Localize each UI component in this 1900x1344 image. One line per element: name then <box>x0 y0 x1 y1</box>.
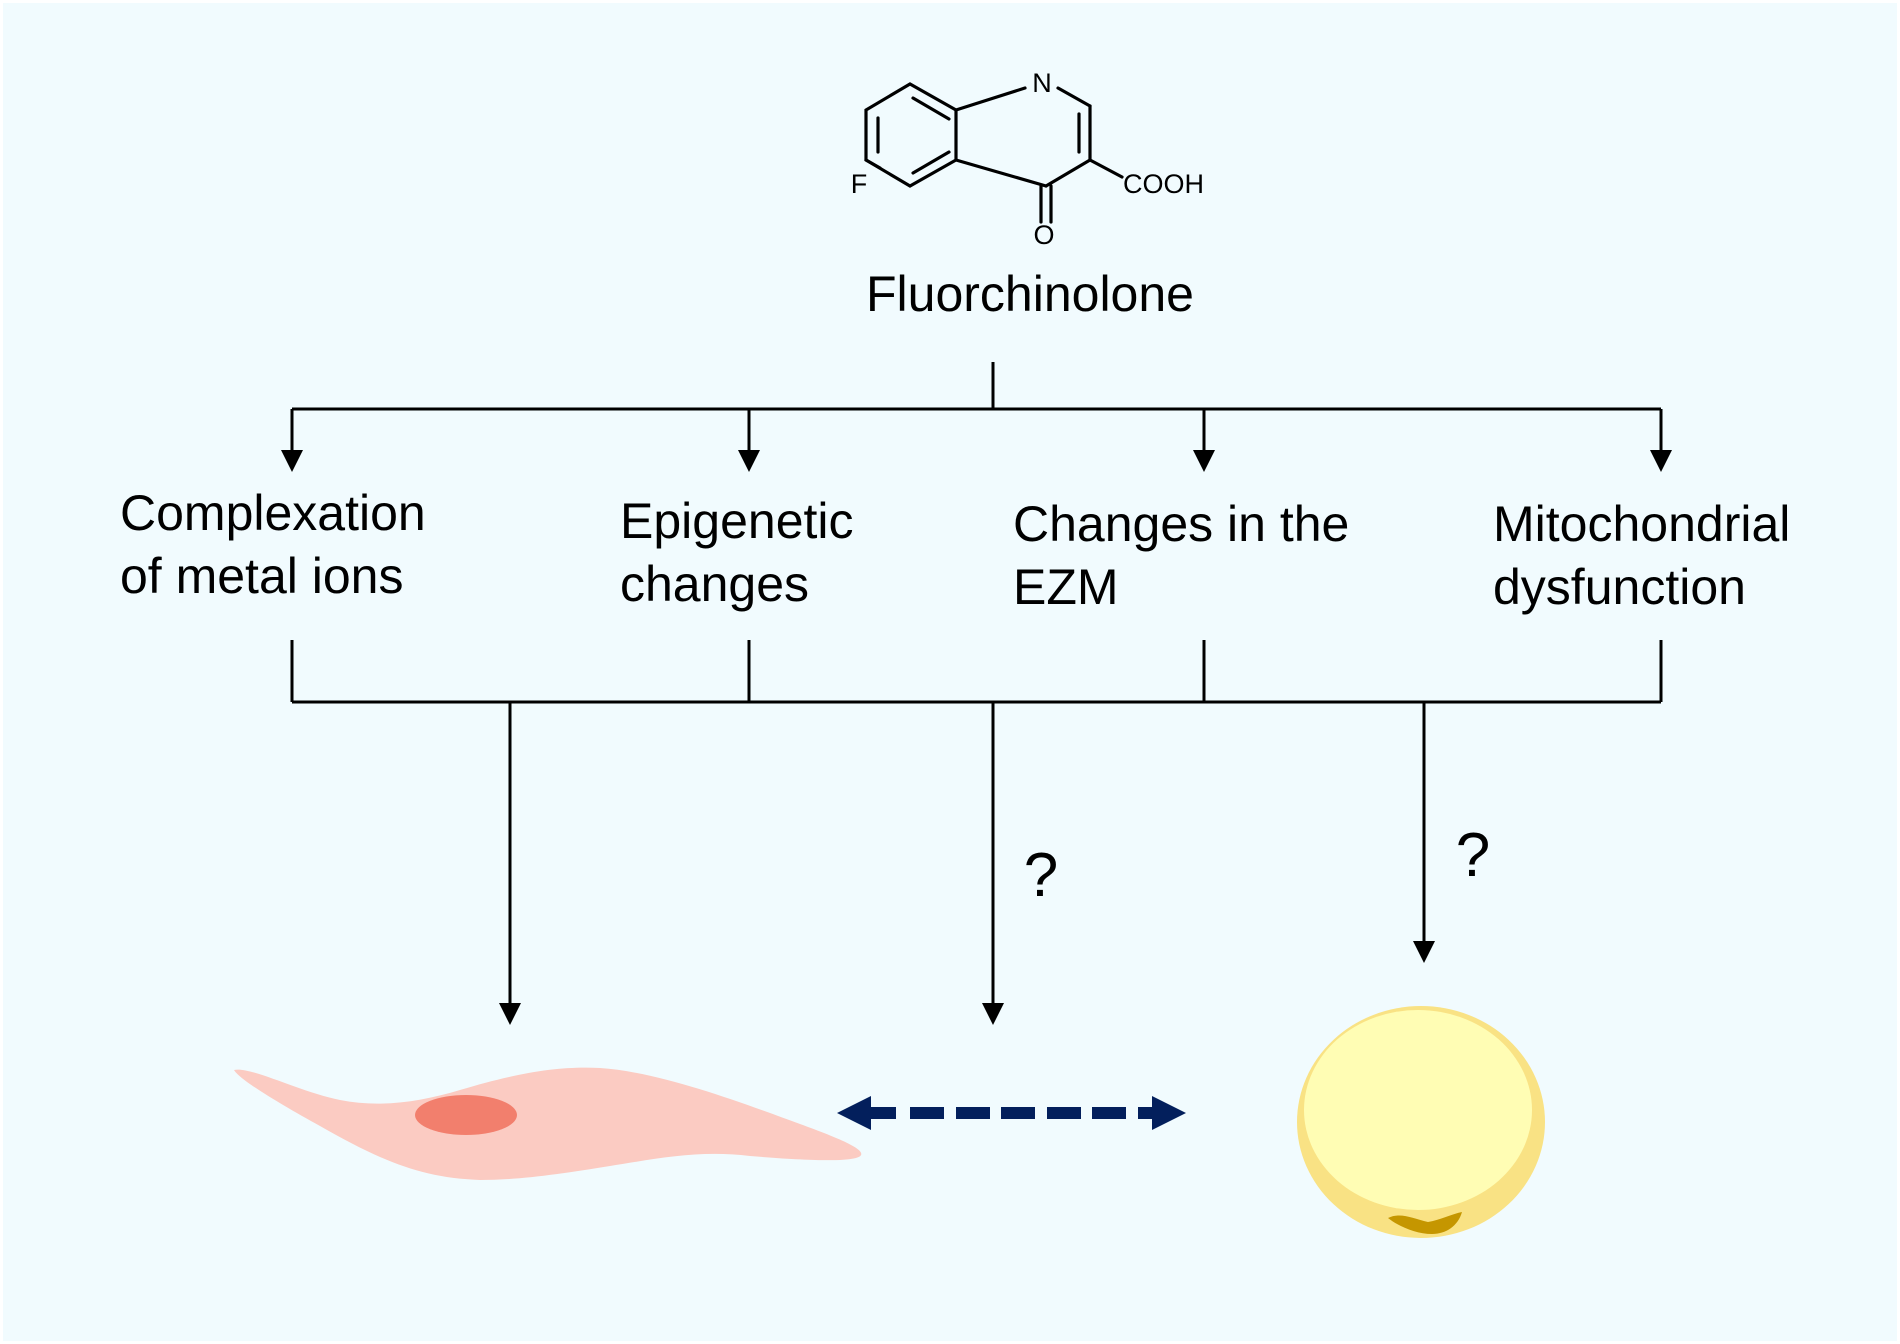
question-mark: ? <box>1456 821 1490 890</box>
arrow-down-icon <box>499 1003 521 1025</box>
mechanism-complexation: Complexation of metal ions <box>120 485 426 604</box>
fibroblast-nucleus <box>415 1095 517 1135</box>
mechanism-label-line1: Mitochondrial <box>1493 496 1790 552</box>
mechanism-label-line2: dysfunction <box>1493 559 1746 615</box>
arrow-down-icon <box>1650 450 1672 472</box>
dash <box>1047 1107 1081 1119</box>
bond <box>1056 86 1092 108</box>
diagram-svg: N F O COOH Fluorchinolone Complexation o… <box>120 68 1790 1238</box>
fluoroquinolone-structure: N F O COOH <box>851 68 1204 250</box>
adipocyte-cell <box>1297 1006 1545 1238</box>
arrow-down-icon <box>1193 450 1215 472</box>
arrow-down-icon <box>982 1003 1004 1025</box>
compound-name: Fluorchinolone <box>866 266 1194 322</box>
mechanism-label-line2: of metal ions <box>120 548 403 604</box>
arrow-down-icon <box>738 450 760 472</box>
arrow-down-icon <box>1413 941 1435 963</box>
bond <box>954 86 1027 112</box>
nitrogen-atom: N <box>1032 68 1052 98</box>
dash <box>956 1107 990 1119</box>
bond <box>1044 158 1092 188</box>
lipid-droplet <box>1304 1010 1532 1210</box>
dash <box>910 1107 944 1119</box>
arrow-down-icon <box>281 450 303 472</box>
mechanism-label-line2: changes <box>620 556 809 612</box>
arrow-right-icon <box>1152 1096 1186 1130</box>
dash <box>1092 1107 1126 1119</box>
fibroblast-cell <box>234 1067 862 1180</box>
bottom-connector <box>290 640 1663 1025</box>
mechanism-label-line1: Complexation <box>120 485 426 541</box>
double-bond <box>911 150 951 175</box>
mechanism-mitochondrial: Mitochondrial dysfunction <box>1493 496 1790 615</box>
bond <box>954 158 1048 188</box>
oxygen-atom: O <box>1033 220 1054 250</box>
diagram-canvas: N F O COOH Fluorchinolone Complexation o… <box>3 3 1897 1341</box>
fluorine-bond-visible <box>864 158 882 170</box>
mechanism-epigenetic: Epigenetic changes <box>620 493 854 612</box>
dash <box>1001 1107 1035 1119</box>
arrow-left-icon <box>837 1096 871 1130</box>
question-mark: ? <box>1024 841 1058 910</box>
fibroblast-membrane <box>234 1067 862 1180</box>
dash <box>868 1107 896 1119</box>
carboxyl-bond <box>1088 158 1124 179</box>
top-connector <box>281 362 1672 472</box>
double-bond <box>911 96 951 121</box>
carboxyl-group: COOH <box>1123 169 1204 199</box>
mechanism-label-line2: EZM <box>1013 559 1119 615</box>
mechanism-label-line1: Changes in the <box>1013 496 1349 552</box>
interaction-arrow <box>837 1096 1186 1130</box>
dash <box>1138 1107 1154 1119</box>
mechanism-ezm: Changes in the EZM <box>1013 496 1349 615</box>
fluorine-atom: F <box>851 169 868 199</box>
adipocyte-nucleus <box>1388 1212 1462 1234</box>
mechanism-label-line1: Epigenetic <box>620 493 854 549</box>
